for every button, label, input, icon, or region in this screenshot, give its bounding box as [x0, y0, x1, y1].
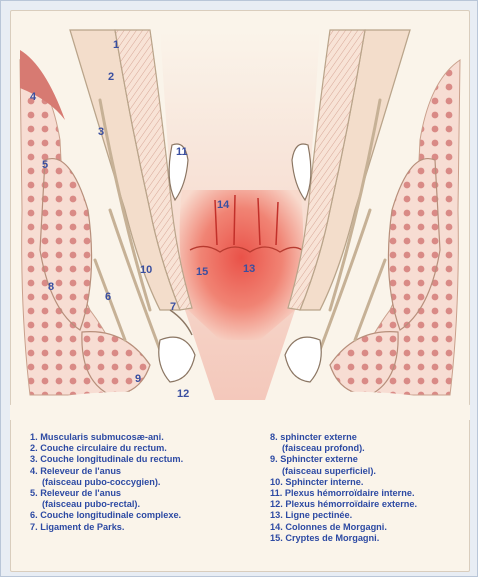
left-external-plexus [159, 337, 195, 382]
legend-item: (faisceau superficiel). [270, 466, 470, 477]
label-15: 15 [196, 266, 208, 278]
label-5: 5 [42, 159, 48, 171]
label-2: 2 [108, 71, 114, 83]
label-7: 7 [170, 301, 176, 313]
legend-item: (faisceau profond). [270, 443, 470, 454]
label-3: 3 [98, 126, 104, 138]
legend-item: 5. Releveur de l'anus [30, 488, 245, 499]
label-10: 10 [140, 264, 152, 276]
label-1: 1 [113, 39, 119, 51]
legend-item: 1. Muscularis submucosæ-ani. [30, 432, 245, 443]
legend-item: 3. Couche longitudinale du rectum. [30, 454, 245, 465]
legend-item: 6. Couche longitudinale complexe. [30, 510, 245, 521]
label-8: 8 [48, 281, 54, 293]
legend-right-column: 8. sphincter externe (faisceau profond).… [270, 432, 470, 544]
legend-item: 15. Cryptes de Morgagni. [270, 533, 470, 544]
legend-item: 14. Colonnes de Morgagni. [270, 522, 470, 533]
legend-item: 10. Sphincter interne. [270, 477, 470, 488]
legend-item: 8. sphincter externe [270, 432, 470, 443]
legend-item: 7. Ligament de Parks. [30, 522, 245, 533]
label-4: 4 [30, 91, 37, 103]
label-9: 9 [135, 373, 141, 385]
label-12: 12 [177, 388, 189, 400]
legend-left-column: 1. Muscularis submucosæ-ani. 2. Couche c… [30, 432, 245, 533]
legend-item: 2. Couche circulaire du rectum. [30, 443, 245, 454]
label-14: 14 [217, 199, 230, 211]
label-6: 6 [105, 291, 111, 303]
label-13: 13 [243, 263, 255, 275]
anal-mucosa-red [180, 190, 303, 340]
legend-item: (faisceau pubo-coccygien). [30, 477, 245, 488]
legend-item: 11. Plexus hémorroïdaire interne. [270, 488, 470, 499]
legend-item: 4. Releveur de l'anus [30, 466, 245, 477]
legend-item: 12. Plexus hémorroïdaire externe. [270, 499, 470, 510]
legend-item: 9. Sphincter externe [270, 454, 470, 465]
anal-canal-anatomy-diagram: 1 2 3 4 5 6 7 8 9 10 11 12 13 14 15 [10, 10, 470, 420]
legend-item: 13. Ligne pectinée. [270, 510, 470, 521]
label-11: 11 [176, 146, 188, 158]
legend-item: (faisceau pubo-rectal). [30, 499, 245, 510]
illustration-page: 1 2 3 4 5 6 7 8 9 10 11 12 13 14 15 1. M… [10, 10, 470, 572]
